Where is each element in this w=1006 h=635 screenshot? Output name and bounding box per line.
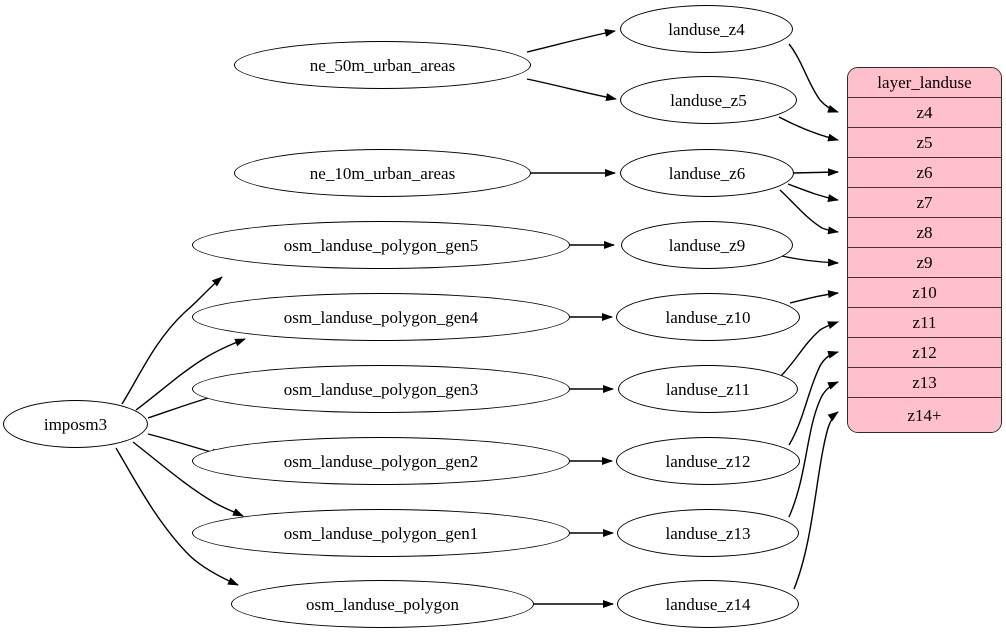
node-landuse-z12[interactable]: landuse_z12 bbox=[616, 437, 800, 485]
node-osm-landuse-polygon-label: osm_landuse_polygon bbox=[306, 594, 459, 614]
node-ne-10m-urban-areas[interactable]: ne_10m_urban_areas bbox=[234, 149, 531, 197]
node-landuse-z10[interactable]: landuse_z10 bbox=[616, 293, 800, 341]
edge-imposm3-gen1 bbox=[132, 441, 244, 517]
edge-imposm3-gen5 bbox=[121, 276, 223, 405]
node-landuse-z12-label: landuse_z12 bbox=[665, 451, 751, 471]
node-landuse-z6[interactable]: landuse_z6 bbox=[620, 149, 794, 197]
node-osm-landuse-polygon-gen5[interactable]: osm_landuse_polygon_gen5 bbox=[192, 221, 570, 269]
edge-ne50-z4 bbox=[526, 29, 616, 53]
node-osm-landuse-polygon-gen2[interactable]: osm_landuse_polygon_gen2 bbox=[192, 437, 570, 485]
node-ne-50m-urban-areas[interactable]: ne_50m_urban_areas bbox=[234, 41, 531, 89]
edge-imposm3-polygon bbox=[115, 447, 239, 586]
layer-landuse-row-z4[interactable]: z4 bbox=[848, 98, 1001, 128]
edge-ne50-z5 bbox=[526, 78, 617, 102]
node-landuse-z13-label: landuse_z13 bbox=[665, 523, 751, 543]
edge-z13-row-z13 bbox=[788, 381, 839, 518]
edge-imposm3-gen4 bbox=[135, 338, 246, 411]
node-landuse-z14-label: landuse_z14 bbox=[665, 594, 751, 614]
edge-z12-row-z12 bbox=[788, 350, 839, 446]
layer-landuse-row-z5[interactable]: z5 bbox=[848, 128, 1001, 158]
layer-landuse-row-z11[interactable]: z11 bbox=[848, 308, 1001, 338]
edge-z6-row-z7 bbox=[787, 183, 839, 202]
layer-landuse-row-z13[interactable]: z13 bbox=[848, 368, 1001, 398]
node-osm-landuse-polygon-gen3-label: osm_landuse_polygon_gen3 bbox=[283, 379, 479, 399]
node-landuse-z4-label: landuse_z4 bbox=[668, 19, 745, 39]
node-osm-landuse-polygon-gen5-label: osm_landuse_polygon_gen5 bbox=[283, 235, 479, 255]
edge-z4-row-z4 bbox=[788, 43, 839, 113]
node-landuse-z4[interactable]: landuse_z4 bbox=[620, 5, 793, 53]
node-imposm3[interactable]: imposm3 bbox=[3, 400, 148, 448]
layer-landuse-row-z14plus[interactable]: z14+ bbox=[848, 398, 1001, 432]
node-landuse-z10-label: landuse_z10 bbox=[665, 307, 751, 327]
node-osm-landuse-polygon-gen2-label: osm_landuse_polygon_gen2 bbox=[283, 451, 479, 471]
layer-landuse-row-z7[interactable]: z7 bbox=[848, 188, 1001, 218]
edge-z14-row-z14 bbox=[793, 411, 839, 590]
node-landuse-z9-label: landuse_z9 bbox=[668, 235, 746, 255]
node-landuse-z5-label: landuse_z5 bbox=[670, 90, 747, 110]
node-osm-landuse-polygon-gen1-label: osm_landuse_polygon_gen1 bbox=[283, 523, 479, 543]
node-ne-50m-urban-areas-label: ne_50m_urban_areas bbox=[309, 55, 456, 75]
node-landuse-z5[interactable]: landuse_z5 bbox=[620, 76, 797, 124]
node-osm-landuse-polygon-gen4[interactable]: osm_landuse_polygon_gen4 bbox=[192, 293, 570, 341]
layer-landuse-row-z6[interactable]: z6 bbox=[848, 158, 1001, 188]
layer-landuse-row-z12[interactable]: z12 bbox=[848, 338, 1001, 368]
node-ne-10m-urban-areas-label: ne_10m_urban_areas bbox=[309, 163, 456, 183]
node-landuse-z11[interactable]: landuse_z11 bbox=[618, 365, 798, 413]
edge-z9-row-z9 bbox=[781, 255, 839, 267]
layer-landuse-row-z8[interactable]: z8 bbox=[848, 218, 1001, 248]
edge-z10-row-z10 bbox=[789, 290, 839, 304]
node-osm-landuse-polygon-gen4-label: osm_landuse_polygon_gen4 bbox=[283, 307, 479, 327]
node-landuse-z14[interactable]: landuse_z14 bbox=[617, 580, 799, 628]
edge-z11-row-z11 bbox=[780, 321, 839, 377]
edge-z6-row-z8 bbox=[779, 189, 839, 235]
node-osm-landuse-polygon-gen3[interactable]: osm_landuse_polygon_gen3 bbox=[192, 365, 570, 413]
edge-z6-row-z6 bbox=[791, 168, 839, 177]
node-landuse-z9[interactable]: landuse_z9 bbox=[621, 221, 793, 269]
node-landuse-z11-label: landuse_z11 bbox=[665, 379, 751, 399]
node-osm-landuse-polygon-gen1[interactable]: osm_landuse_polygon_gen1 bbox=[192, 509, 570, 557]
node-osm-landuse-polygon[interactable]: osm_landuse_polygon bbox=[231, 580, 534, 628]
layer-landuse-table-header: layer_landuse bbox=[848, 68, 1001, 98]
node-imposm3-label: imposm3 bbox=[43, 414, 108, 434]
edge-z5-row-z5 bbox=[778, 116, 839, 142]
layer-landuse-row-z10[interactable]: z10 bbox=[848, 278, 1001, 308]
layer-landuse-row-z9[interactable]: z9 bbox=[848, 248, 1001, 278]
node-landuse-z6-label: landuse_z6 bbox=[668, 163, 746, 183]
node-landuse-z13[interactable]: landuse_z13 bbox=[617, 509, 799, 557]
layer-landuse-table[interactable]: layer_landuse z4 z5 z6 z7 z8 z9 z10 z11 … bbox=[847, 67, 1002, 433]
